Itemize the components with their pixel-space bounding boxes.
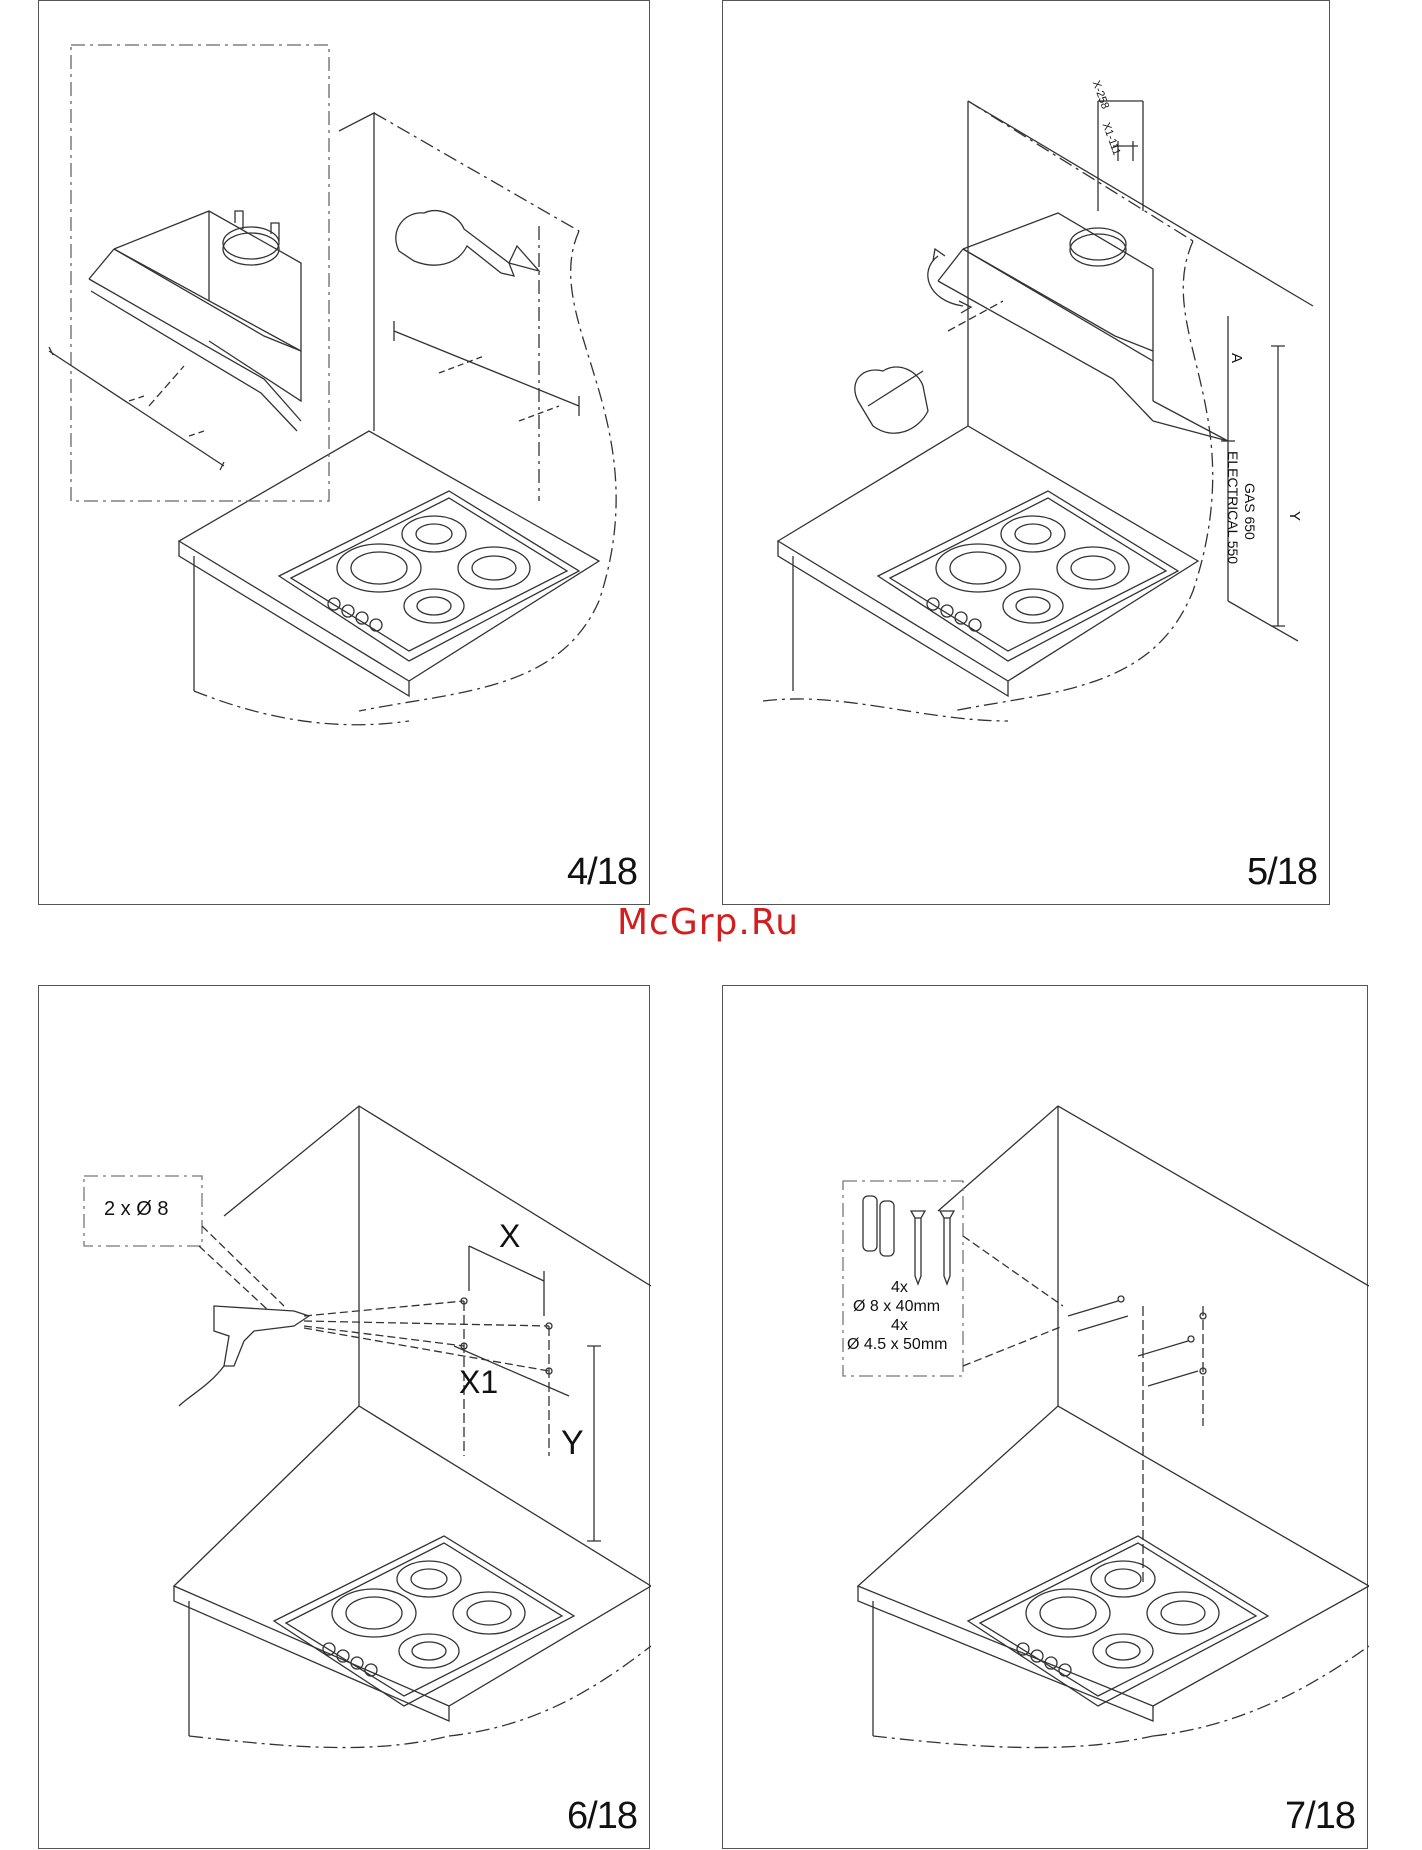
step-number: 7/18 xyxy=(1285,1795,1355,1838)
kit-spec-wall-plugs: Ø 8 x 40mm xyxy=(853,1298,940,1316)
step-panel-6: 2 x Ø 8 X X1 Y 6/18 xyxy=(38,985,650,1849)
dim-y-label: Y xyxy=(1286,511,1303,521)
kit-qty-2: 4x xyxy=(891,1317,908,1335)
kit-spec-screws: Ø 4.5 x 50mm xyxy=(847,1336,947,1354)
dim-x1-label: X1 xyxy=(459,1364,498,1401)
step-panel-7: 4x Ø 8 x 40mm 4x Ø 4.5 x 50mm 7/18 xyxy=(722,985,1368,1849)
electrical-height-label: ELECTRICAL 550 xyxy=(1225,451,1241,564)
kit-qty-1: 4x xyxy=(891,1279,908,1297)
hood-placement-illustration xyxy=(39,1,651,906)
step-number: 6/18 xyxy=(567,1795,637,1838)
gas-height-label: GAS 650 xyxy=(1242,483,1258,540)
dim-y-label: Y xyxy=(561,1424,584,1463)
wall-plug-fitting-illustration xyxy=(723,986,1369,1850)
dim-a-label: A xyxy=(1228,353,1245,363)
dim-x-label: X xyxy=(499,1218,520,1255)
step-number: 4/18 xyxy=(567,851,637,894)
step-panel-4: 4/18 xyxy=(38,0,650,905)
step-panel-5: X-258 X1-111 A Y GAS 650 ELECTRICAL 550 … xyxy=(722,0,1330,905)
drill-size-callout: 2 x Ø 8 xyxy=(104,1198,168,1221)
watermark: McGrp.Ru xyxy=(617,902,799,943)
step-number: 5/18 xyxy=(1247,851,1317,894)
wall-drilling-illustration xyxy=(39,986,651,1850)
